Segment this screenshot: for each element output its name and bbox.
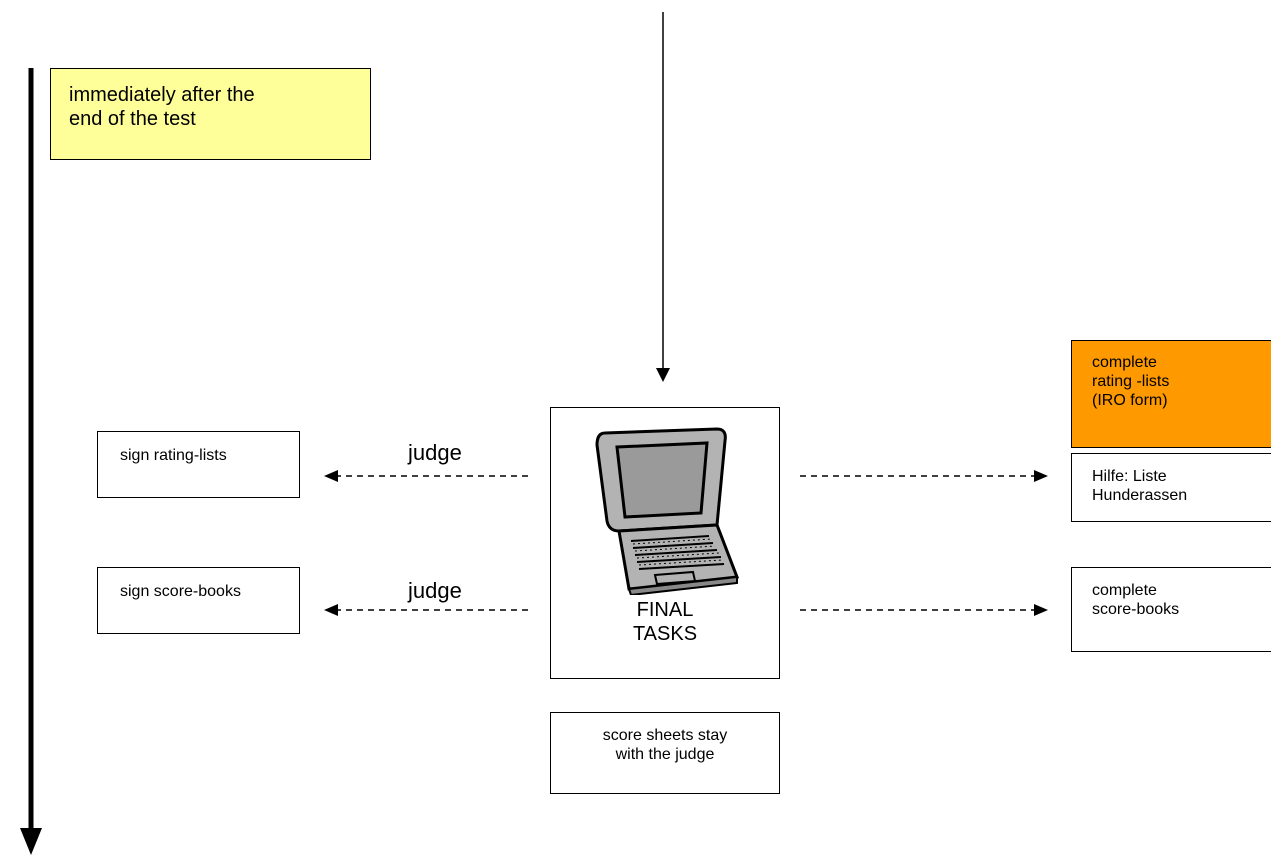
timeline-arrow: [20, 68, 42, 855]
incoming-arrow: [656, 12, 670, 382]
laptop-icon: [595, 427, 739, 595]
arrow-to-rating-form: [800, 470, 1048, 482]
time-note: immediately after the end of the test: [50, 68, 371, 160]
final-tasks-box: FINAL TASKS: [550, 407, 780, 679]
help-breed-list-box: Hilfe: Liste Hunderassen: [1071, 453, 1271, 522]
judge-label: judge: [408, 578, 462, 603]
sign-rating-lists-box: sign rating-lists: [97, 431, 300, 498]
final-tasks-label: FINAL TASKS: [632, 599, 698, 645]
arrow-to-sign-rating: [324, 470, 528, 482]
judge-label: judge: [408, 440, 462, 465]
arrow-to-score-books: [800, 604, 1048, 616]
score-sheets-note: score sheets stay with the judge: [550, 712, 780, 794]
complete-rating-lists-box: complete rating -lists (IRO form): [1071, 340, 1271, 448]
arrow-to-sign-score: [324, 604, 528, 616]
sign-score-books-box: sign score-books: [97, 567, 300, 634]
complete-score-books-box: complete score-books: [1071, 567, 1271, 652]
